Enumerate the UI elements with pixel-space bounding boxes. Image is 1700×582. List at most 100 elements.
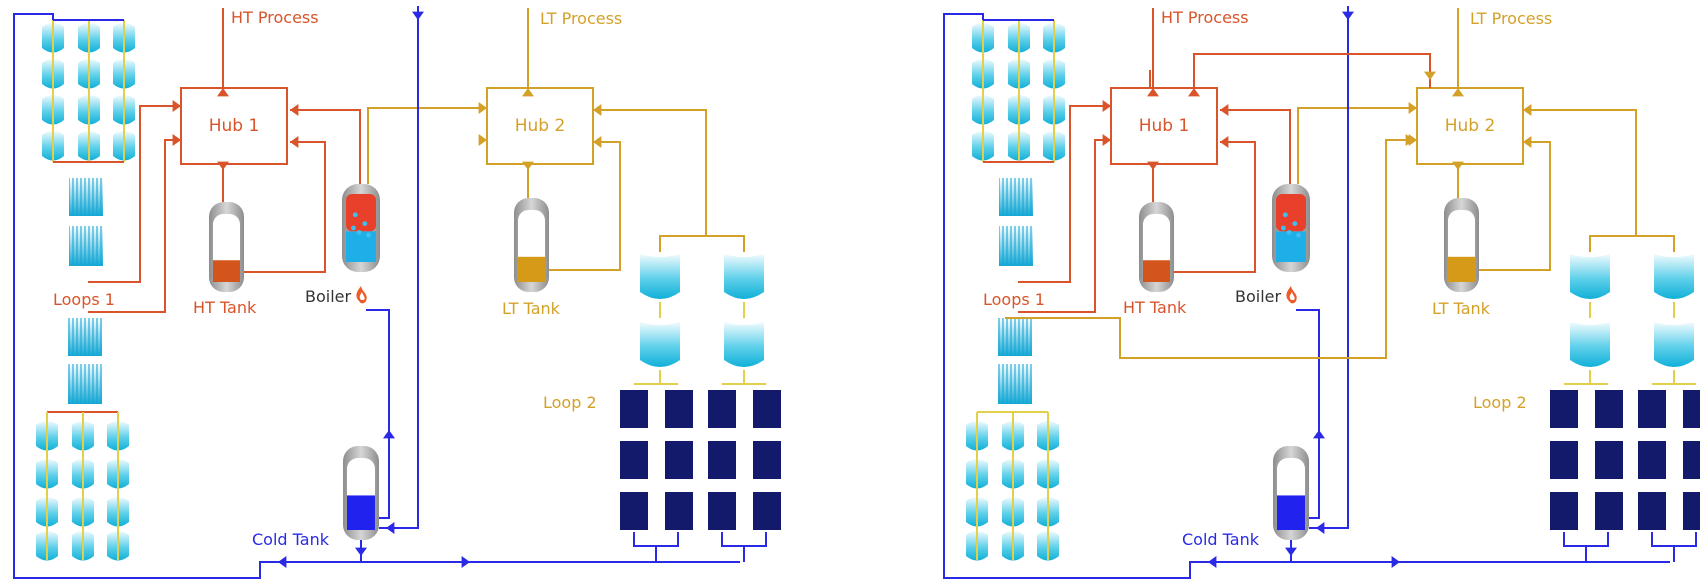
- flame-icon: [1286, 286, 1297, 304]
- boiler-icon: [1272, 184, 1310, 272]
- flow-arrow-icon: [172, 134, 181, 146]
- flow-arrow-icon: [1342, 11, 1354, 20]
- flow-arrow-icon: [1102, 100, 1111, 112]
- collector-body: [724, 254, 764, 299]
- pv-panel: [708, 441, 736, 479]
- bubble: [352, 212, 358, 218]
- boiler-hot: [1276, 194, 1306, 232]
- flow-arrow-icon: [278, 556, 287, 568]
- flow-arrow-icon: [1102, 134, 1111, 146]
- collector-body: [640, 254, 680, 299]
- boiler-lt-line: [367, 107, 487, 184]
- flow-arrow-icon: [1452, 88, 1464, 97]
- flow-arrow-icon: [1208, 556, 1217, 568]
- pv-panel: [1683, 390, 1700, 428]
- cold-to-boiler: [366, 309, 390, 519]
- panel-return: [633, 532, 679, 547]
- flow-arrow-icon: [1313, 430, 1325, 439]
- panel-return: [1651, 532, 1697, 547]
- lt-tank-return: [1479, 141, 1551, 271]
- pv-panel: [1638, 441, 1666, 479]
- component-label: Cold Tank: [252, 530, 330, 549]
- pv-panel: [708, 492, 736, 530]
- component-label: Loop 2: [543, 393, 597, 412]
- pv-panel: [753, 390, 781, 428]
- flame-icon: [356, 286, 367, 304]
- boiler-ht-line: [290, 109, 361, 184]
- component-label: Boiler: [305, 287, 352, 306]
- flame-inner: [359, 292, 365, 300]
- loops1-to-hub2-line: [1005, 139, 1414, 359]
- component-label: LT Process: [1470, 9, 1552, 28]
- component-label: Cold Tank: [1182, 530, 1260, 549]
- loops1-supply: [88, 105, 181, 283]
- component-label: HT Process: [1161, 8, 1249, 27]
- boiler-cold: [1276, 231, 1306, 262]
- component-label: Boiler: [1235, 287, 1282, 306]
- solar-collector-icon: [640, 254, 680, 299]
- flow-arrow-icon: [1452, 161, 1464, 170]
- bubble: [366, 232, 371, 238]
- cold-supply-line: [379, 6, 419, 529]
- component-label: Loops 1: [983, 290, 1045, 309]
- flow-arrow-icon: [522, 88, 534, 97]
- pv-panel: [1683, 441, 1700, 479]
- collector-body: [1570, 322, 1610, 367]
- cold-supply-line: [1309, 6, 1349, 529]
- evacuated-tube-icon: [68, 318, 102, 356]
- flow-arrow-icon: [1405, 134, 1414, 146]
- evacuated-tube-icon: [999, 178, 1033, 216]
- flow-arrow-icon: [1220, 136, 1229, 148]
- pv-panel: [1550, 492, 1578, 530]
- cold-return-line: [13, 13, 740, 579]
- cold-return-line: [943, 13, 1670, 579]
- pv-panel: [1550, 441, 1578, 479]
- flow-arrow-icon: [1285, 547, 1297, 556]
- tube-stripes: [69, 178, 103, 216]
- tube-stripes: [68, 318, 102, 356]
- evacuated-tube-icon: [998, 318, 1032, 356]
- component-label: LT Process: [540, 9, 622, 28]
- ht-tank-icon: [209, 202, 244, 292]
- loop2-header: [659, 235, 745, 252]
- flow-arrow-icon: [1391, 556, 1400, 568]
- component-label: LT Tank: [1432, 299, 1491, 318]
- component-label: Hub 2: [1445, 116, 1496, 136]
- boiler-hot: [346, 194, 376, 232]
- pv-panel: [1683, 492, 1700, 530]
- collector-body: [1654, 254, 1694, 299]
- flow-arrow-icon: [522, 161, 534, 170]
- boiler-ht-line: [1220, 109, 1291, 184]
- solar-collector-icon: [1654, 254, 1694, 299]
- pv-panel: [1638, 492, 1666, 530]
- cold-to-boiler: [1296, 309, 1320, 519]
- collector-body: [1654, 322, 1694, 367]
- boiler-icon: [342, 184, 380, 272]
- tank-fluid: [213, 260, 240, 282]
- evacuated-tube-icon: [69, 226, 103, 266]
- flow-arrow-icon: [1523, 136, 1532, 148]
- component-label: Loops 1: [53, 290, 115, 309]
- loop2-header: [1589, 235, 1675, 252]
- pv-panel: [708, 390, 736, 428]
- ht-tank-return: [1174, 141, 1256, 273]
- collector-body: [640, 322, 680, 367]
- tank-fluid: [1448, 256, 1475, 282]
- flow-arrow-icon: [1523, 104, 1532, 116]
- lt-tank-icon: [514, 198, 549, 292]
- component-label: HT Tank: [193, 298, 257, 317]
- tube-stripes: [68, 364, 102, 404]
- bubble: [1286, 230, 1292, 235]
- solar-collector-icon: [1570, 254, 1610, 299]
- flow-arrow-icon: [383, 430, 395, 439]
- panel-return: [721, 532, 767, 547]
- tube-stripes: [999, 178, 1033, 216]
- panel-return: [1563, 532, 1609, 547]
- pv-panel: [620, 441, 648, 479]
- pv-panel: [1638, 390, 1666, 428]
- flow-arrow-icon: [172, 100, 181, 112]
- tank-fluid: [1143, 260, 1170, 282]
- hub1-box: [1110, 87, 1218, 165]
- solar-collector-icon: [640, 322, 680, 367]
